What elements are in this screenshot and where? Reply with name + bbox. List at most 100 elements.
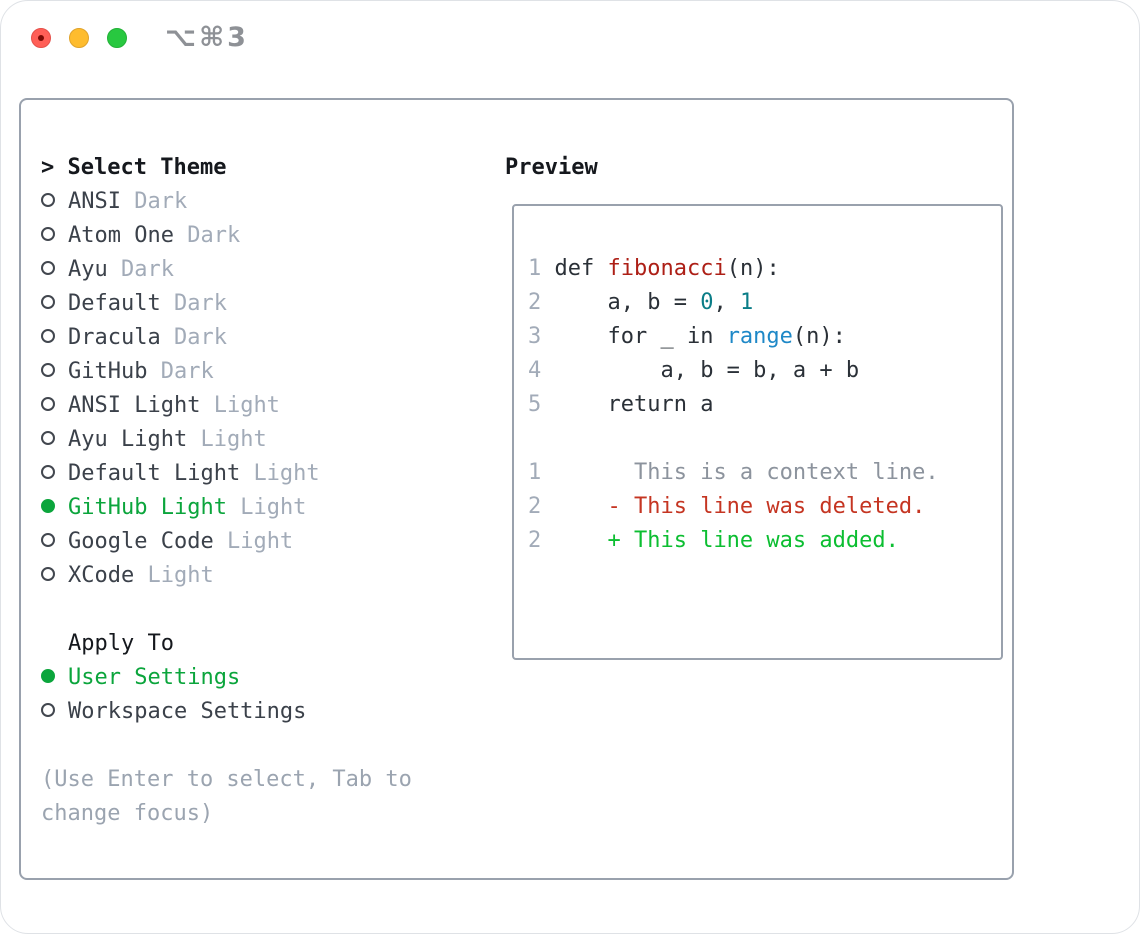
- radio-icon: [41, 533, 55, 547]
- line-number: 1: [528, 256, 542, 281]
- code-line-5: 5 return a: [528, 388, 1001, 422]
- code-segment: (n):: [726, 256, 780, 281]
- theme-variant-tag: Dark: [173, 325, 227, 350]
- line-number: 5: [528, 392, 542, 417]
- radio-icon: [41, 567, 55, 581]
- option-label: Google Code: [68, 529, 214, 554]
- option-label: User Settings: [68, 665, 241, 690]
- code-segment: a, b =: [554, 290, 701, 315]
- code-line-3: 3 for _ in range(n):: [528, 320, 1001, 354]
- code-segment: This is a context line.: [554, 460, 939, 485]
- preview-title: Preview: [505, 155, 598, 180]
- code-segment: for _ in: [554, 324, 727, 349]
- option-label: GitHub: [68, 359, 148, 384]
- code-segment: fibonacci: [607, 256, 727, 281]
- theme-option-ansi-light[interactable]: ANSI Light Light: [41, 389, 461, 423]
- select-theme-title: Select Theme: [67, 155, 227, 180]
- radio-icon: [41, 295, 55, 309]
- code-segment: def: [554, 256, 608, 281]
- theme-option-ayu[interactable]: Ayu Dark: [41, 253, 461, 287]
- radio-icon: [41, 227, 55, 241]
- close-dot-icon: [38, 35, 44, 41]
- option-label: Atom One: [68, 223, 174, 248]
- keyboard-hint: (Use Enter to select, Tab to change focu…: [41, 767, 412, 826]
- theme-option-default-light[interactable]: Default Light Light: [41, 457, 461, 491]
- option-label: Dracula: [68, 325, 161, 350]
- titlebar: ⌥⌘3: [1, 1, 1139, 97]
- theme-option-dracula[interactable]: Dracula Dark: [41, 321, 461, 355]
- option-label: Workspace Settings: [68, 699, 307, 724]
- code-line-4: 4 a, b = b, a + b: [528, 354, 1001, 388]
- code-segment: + This line was added.: [554, 528, 899, 553]
- line-number: 4: [528, 358, 542, 383]
- option-label: Default: [68, 291, 161, 316]
- theme-option-github[interactable]: GitHub Dark: [41, 355, 461, 389]
- option-label: Default Light: [68, 461, 241, 486]
- radio-icon: [41, 431, 55, 445]
- close-button[interactable]: [31, 28, 51, 48]
- line-number: 3: [528, 324, 542, 349]
- option-label: Ayu Light: [68, 427, 188, 452]
- radio-icon: [41, 261, 55, 275]
- theme-option-ansi[interactable]: ANSI Dark: [41, 185, 461, 219]
- spacer: [41, 729, 461, 763]
- radio-selected-icon: [41, 669, 55, 683]
- apply-option-user-settings[interactable]: User Settings: [41, 661, 461, 695]
- theme-variant-tag: Dark: [121, 257, 174, 282]
- theme-variant-tag: Light: [147, 563, 214, 588]
- theme-option-default[interactable]: Default Dark: [41, 287, 461, 321]
- apply-option-workspace-settings[interactable]: Workspace Settings: [41, 695, 461, 729]
- line-number: 2: [528, 290, 542, 315]
- theme-option-atom-one[interactable]: Atom One Dark: [41, 219, 461, 253]
- theme-variant-tag: Light: [226, 529, 294, 554]
- zoom-button[interactable]: [107, 28, 127, 48]
- theme-variant-tag: Dark: [173, 291, 227, 316]
- select-theme-header: > Select Theme: [41, 151, 461, 185]
- option-label: XCode: [68, 563, 135, 588]
- theme-option-github-light[interactable]: GitHub Light Light: [41, 491, 461, 525]
- code-segment: a, b = b, a + b: [554, 358, 860, 383]
- diff-context-line: 1 This is a context line.: [528, 456, 1001, 490]
- code-segment: (n):: [792, 324, 846, 349]
- theme-option-xcode[interactable]: XCode Light: [41, 559, 461, 593]
- radio-icon: [41, 193, 55, 207]
- code-segment: - This line was deleted.: [554, 494, 926, 519]
- window-title: ⌥⌘3: [165, 22, 249, 53]
- theme-variant-tag: Dark: [134, 189, 188, 214]
- option-label: ANSI: [68, 189, 121, 214]
- line-number: [528, 426, 541, 451]
- theme-variant-tag: Light: [253, 461, 320, 486]
- line-number: 1: [528, 460, 542, 485]
- blank-line: [528, 422, 1001, 456]
- radio-icon: [41, 363, 55, 377]
- apply-to-header: Apply To: [68, 631, 174, 656]
- code-segment: range: [726, 324, 793, 349]
- theme-option-ayu-light[interactable]: Ayu Light Light: [41, 423, 461, 457]
- prompt-caret-icon: >: [41, 155, 55, 180]
- code-segment: return a: [554, 392, 714, 417]
- code-line-1: 1 def fibonacci(n):: [528, 252, 1001, 286]
- option-label: ANSI Light: [68, 393, 201, 418]
- theme-variant-tag: Light: [240, 495, 307, 520]
- code-segment: 0: [700, 290, 714, 315]
- radio-icon: [41, 703, 55, 717]
- theme-variant-tag: Light: [200, 427, 267, 452]
- theme-variant-tag: Light: [213, 393, 280, 418]
- radio-icon: [41, 329, 55, 343]
- spacer: [41, 593, 461, 627]
- code-segment: 1: [739, 290, 754, 315]
- theme-option-google-code[interactable]: Google Code Light: [41, 525, 461, 559]
- line-number: 2: [528, 494, 542, 519]
- theme-variant-tag: Dark: [187, 223, 241, 248]
- line-number: 2: [528, 528, 542, 553]
- option-label: GitHub Light: [68, 495, 227, 520]
- radio-icon: [41, 397, 55, 411]
- minimize-button[interactable]: [69, 28, 89, 48]
- code-segment: ,: [713, 290, 740, 315]
